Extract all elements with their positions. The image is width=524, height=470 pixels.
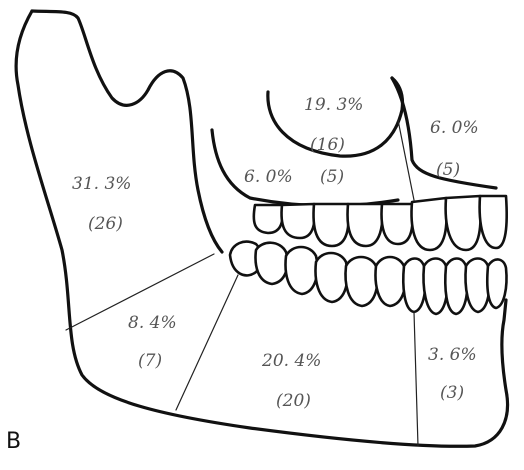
svg-text:(5): (5)	[436, 160, 460, 180]
svg-text:(20): (20)	[276, 391, 311, 411]
divider-angle-body	[176, 275, 238, 410]
region-label-maxilla-posterior: 6. 0% (5)	[244, 167, 344, 187]
svg-text:20. 4%: 20. 4%	[261, 351, 321, 371]
region-label-ramus: 31. 3% (26)	[72, 174, 131, 234]
maxilla-outline	[212, 130, 398, 206]
divider-body-anterior	[414, 312, 418, 446]
region-label-maxilla-anterior: 6. 0% (5)	[430, 118, 479, 180]
svg-text:(7): (7)	[138, 351, 162, 371]
svg-text:3. 6%: 3. 6%	[428, 345, 477, 365]
svg-text:8. 4%: 8. 4%	[128, 313, 177, 333]
region-label-anterior-mandible: 3. 6% (3)	[428, 345, 477, 403]
svg-text:(5): (5)	[320, 167, 344, 187]
svg-text:(16): (16)	[310, 135, 345, 155]
svg-text:6. 0%: 6. 0%	[430, 118, 479, 138]
upper-teeth	[254, 196, 507, 250]
region-label-maxilla-middle: 19. 3% (16)	[304, 95, 363, 155]
coronoid-notch	[32, 11, 222, 252]
panel-label: B	[6, 429, 21, 454]
svg-text:(3): (3)	[440, 383, 464, 403]
svg-text:19. 3%: 19. 3%	[304, 95, 363, 115]
svg-text:31. 3%: 31. 3%	[72, 174, 131, 194]
region-label-body: 20. 4% (20)	[261, 351, 321, 411]
svg-text:6. 0%: 6. 0%	[244, 167, 293, 187]
lower-teeth	[230, 242, 507, 314]
svg-text:(26): (26)	[88, 214, 123, 234]
region-label-angle: 8. 4% (7)	[128, 313, 177, 371]
